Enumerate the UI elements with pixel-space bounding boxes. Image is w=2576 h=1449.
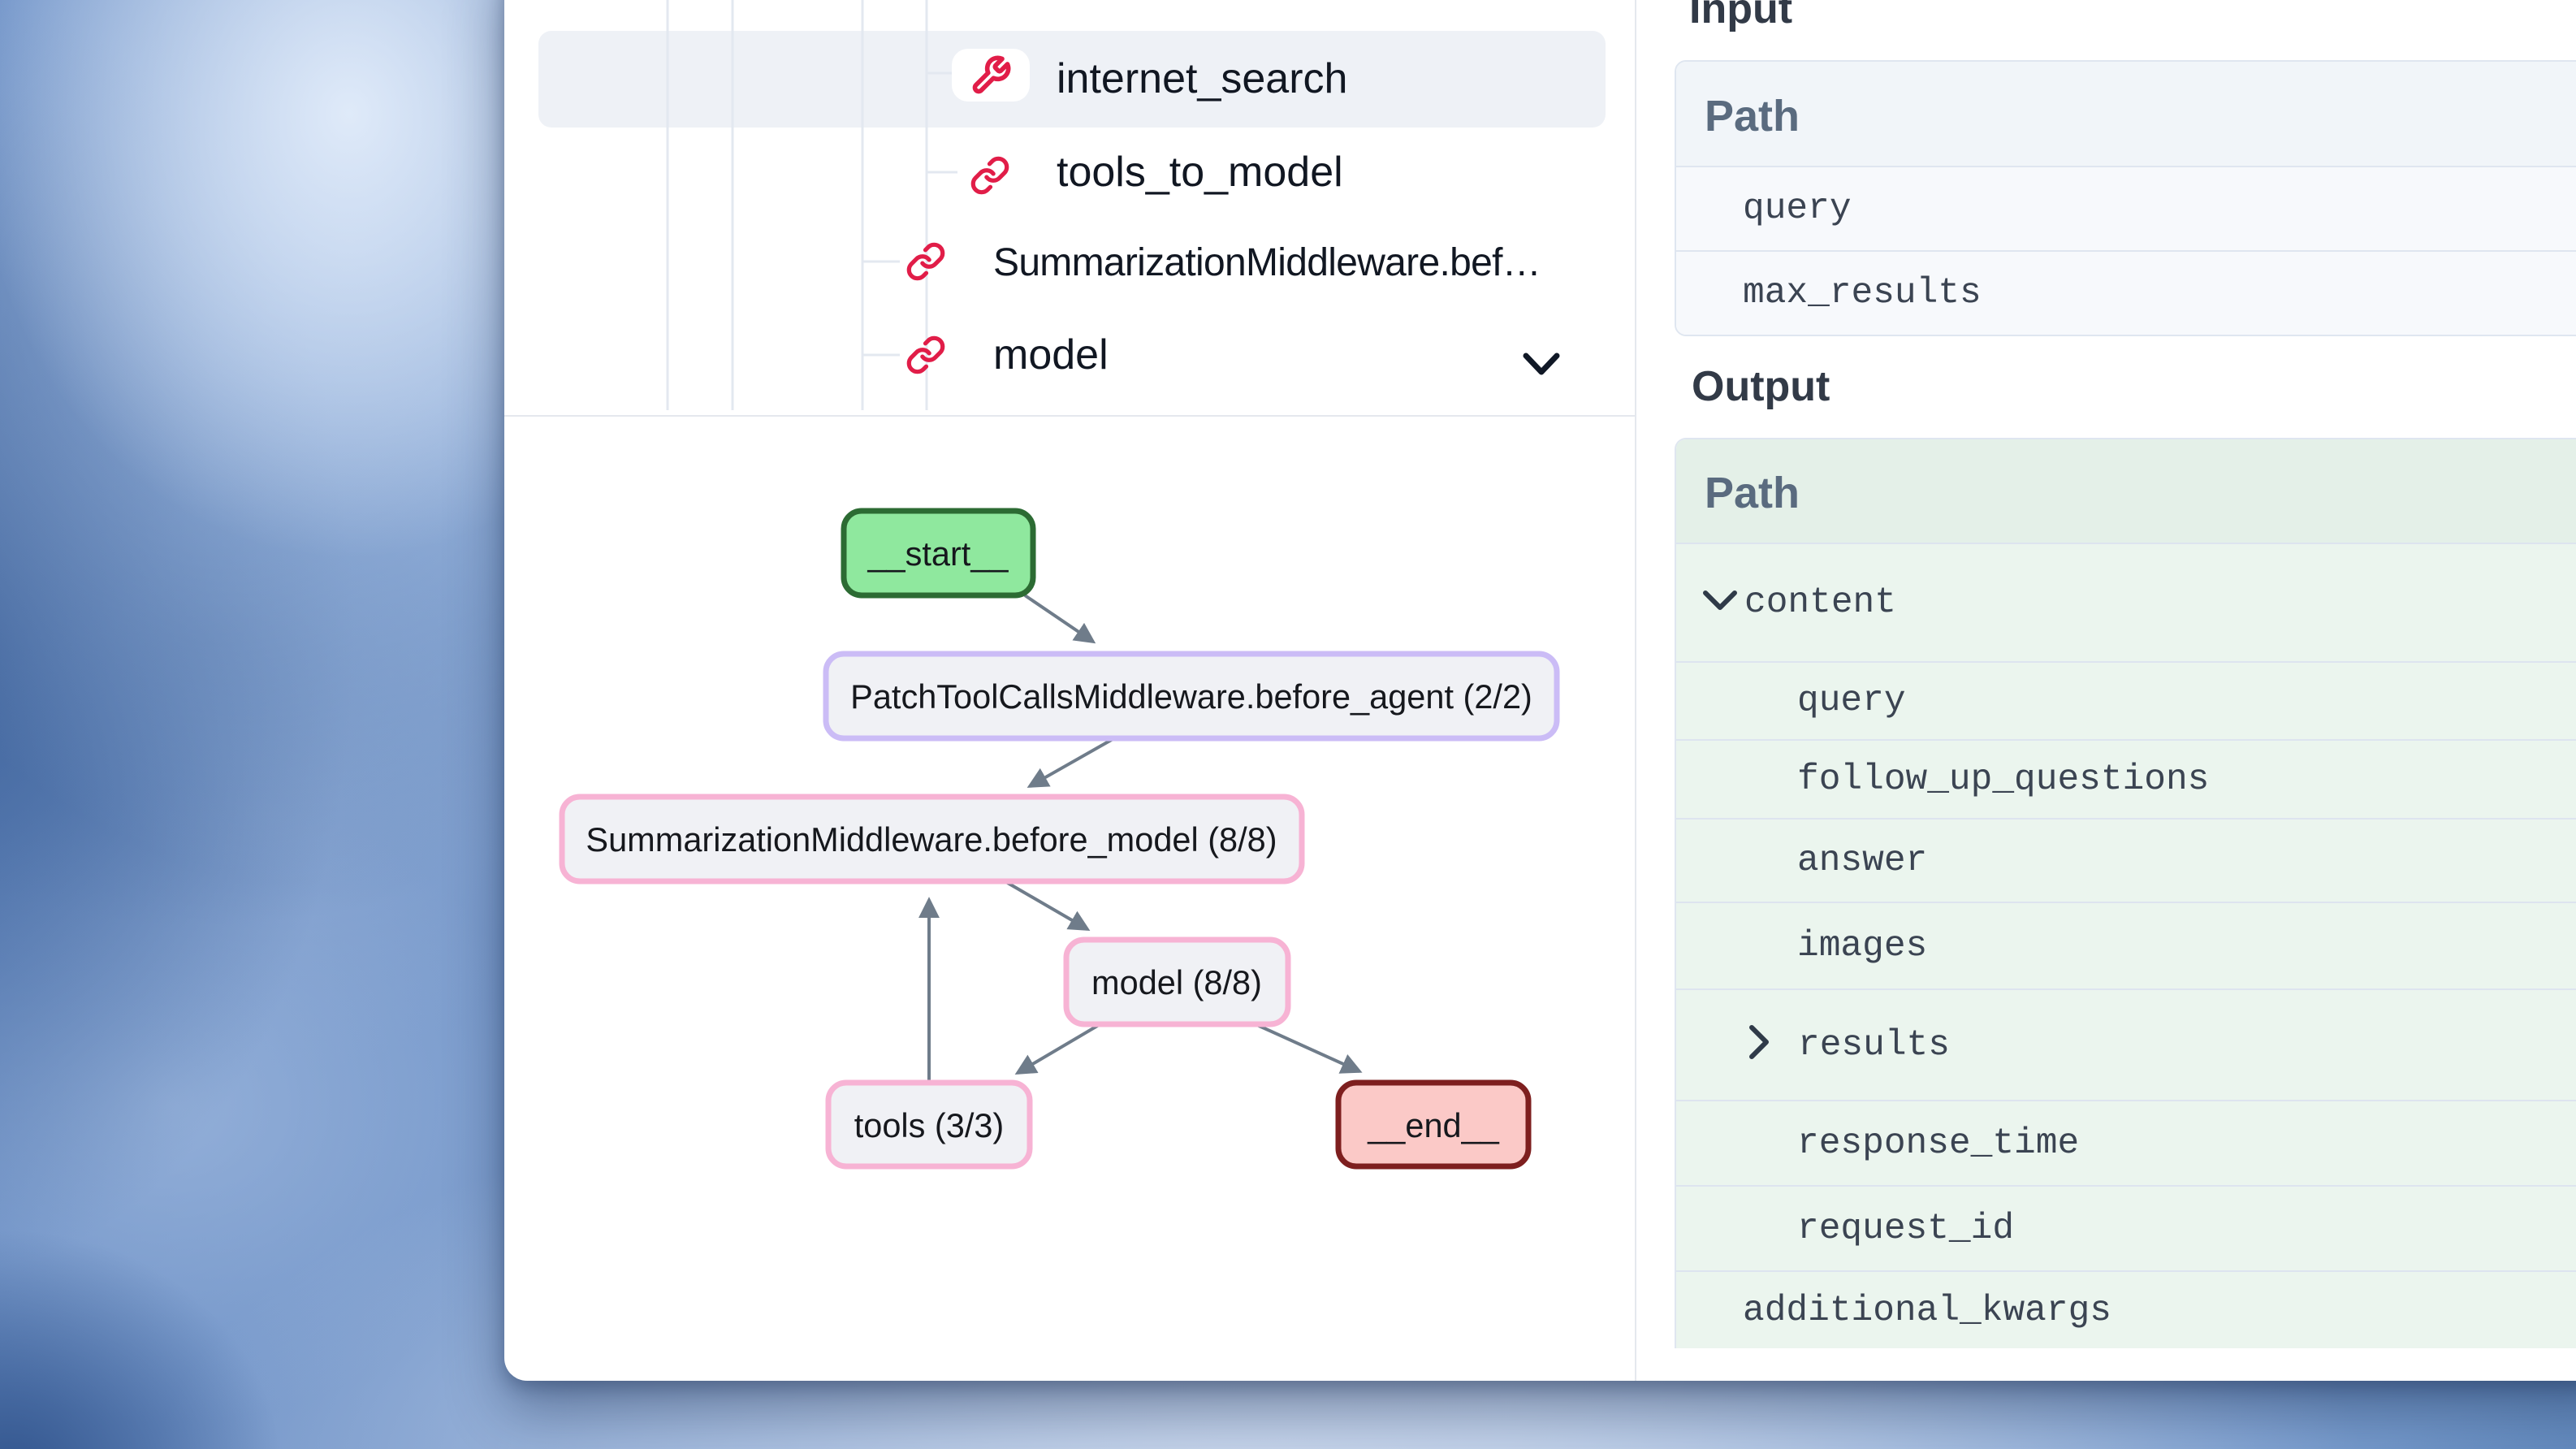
svg-text:tools (3/3): tools (3/3) — [854, 1106, 1005, 1144]
svg-text:SummarizationMiddleware.before: SummarizationMiddleware.before_model (8/… — [586, 820, 1277, 859]
svg-text:PatchToolCallsMiddleware.befor: PatchToolCallsMiddleware.before_agent (2… — [850, 677, 1532, 716]
svg-text:__end__: __end__ — [1367, 1106, 1499, 1144]
svg-text:__start__: __start__ — [867, 534, 1009, 573]
svg-text:model (8/8): model (8/8) — [1091, 963, 1262, 1001]
